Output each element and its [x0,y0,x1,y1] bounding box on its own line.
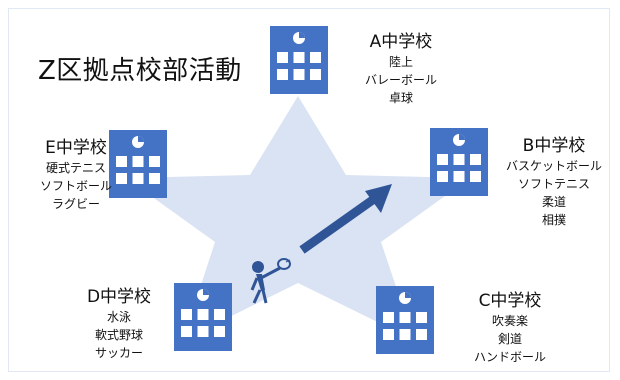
tennis-player-icon [250,258,291,304]
school-e-activity: ラグビー [51,197,100,211]
school-d-activity: 水泳 [106,310,131,324]
school-b-activity: バスケットボール [505,159,602,173]
school-d-activity: サッカー [94,346,143,360]
school-building-icon-a [270,26,328,94]
diagram-title: Z区拠点校部活動 [38,56,242,86]
school-b-activity: ソフトテニス [517,177,590,191]
school-c-label: C中学校 吹奏楽 剣道 ハンドボール [455,290,565,366]
school-b-label: B中学校 バスケットボール ソフトテニス 柔道 相撲 [498,135,610,229]
arrow-icon [299,184,392,254]
school-e-activity: ソフトボール [39,179,112,193]
school-building-icon-b [430,128,488,196]
school-d-activity: 軟式野球 [94,328,143,342]
school-e-label: E中学校 硬式テニス ソフトボール ラグビー [24,137,128,213]
school-b-activity: 柔道 [541,195,566,209]
school-e-activity: 硬式テニス [45,161,106,175]
school-a-activity: 卓球 [388,91,413,105]
school-e-name: E中学校 [45,138,107,158]
school-building-icon-c [376,286,434,354]
school-a-activity: 陸上 [388,55,413,69]
school-d-name: D中学校 [86,287,152,307]
school-b-name: B中学校 [522,136,586,156]
school-a-activity: バレーボール [364,73,437,87]
school-c-activity: 吹奏楽 [491,314,528,328]
school-c-activity: ハンドボール [473,350,546,364]
school-a-label: A中学校 陸上 バレーボール 卓球 [346,31,456,107]
diagram-frame [8,8,610,372]
school-c-activity: 剣道 [497,332,522,346]
school-d-label: D中学校 水泳 軟式野球 サッカー [64,286,174,362]
school-building-icon-d [174,283,232,351]
school-c-name: C中学校 [478,291,542,311]
school-a-name: A中学校 [369,32,433,52]
star-shape [126,96,470,340]
school-b-activity: 相撲 [541,213,566,227]
